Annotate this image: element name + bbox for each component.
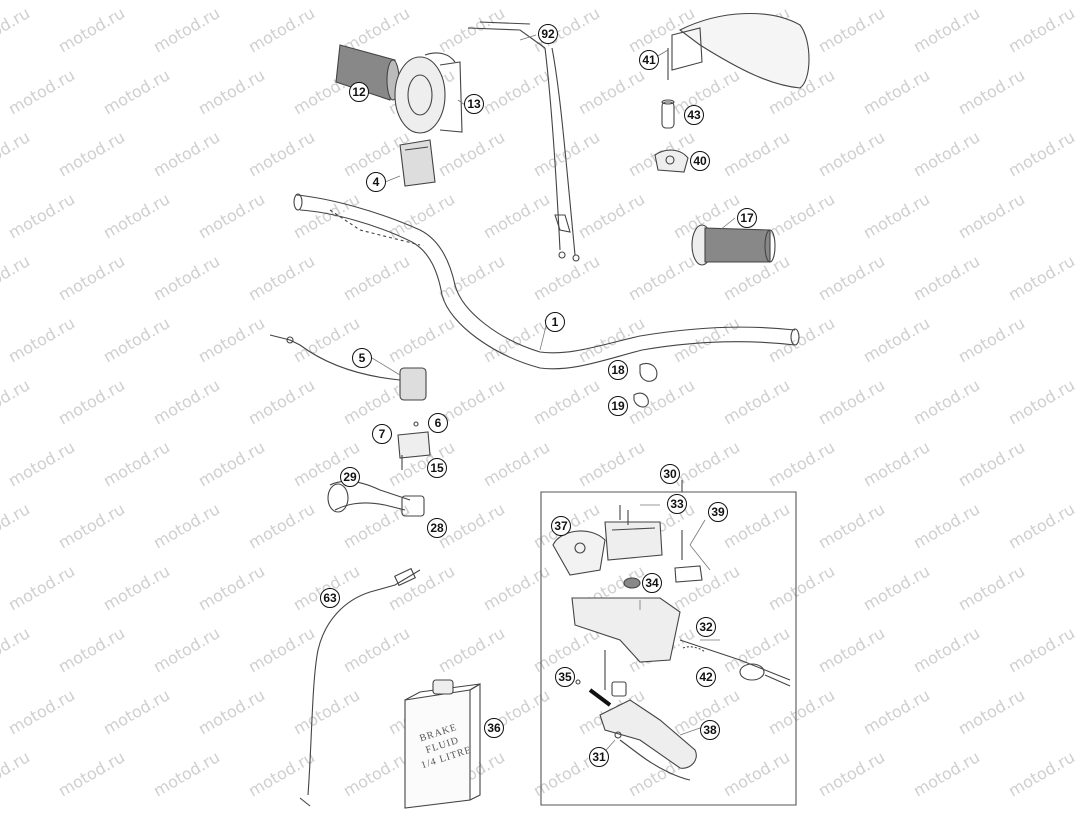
callout-1[interactable]: 1 bbox=[545, 312, 565, 332]
hand-guard-drawing bbox=[667, 13, 810, 89]
callout-12[interactable]: 12 bbox=[349, 82, 369, 102]
callout-31[interactable]: 31 bbox=[589, 747, 609, 767]
kill-switch-drawing bbox=[399, 139, 436, 187]
callout-92[interactable]: 92 bbox=[538, 24, 558, 44]
callout-4[interactable]: 4 bbox=[366, 172, 386, 192]
spacer-drawing bbox=[661, 99, 675, 129]
callout-63[interactable]: 63 bbox=[320, 588, 340, 608]
callout-40[interactable]: 40 bbox=[690, 151, 710, 171]
callout-6[interactable]: 6 bbox=[428, 413, 448, 433]
cable-29-drawing bbox=[327, 480, 425, 517]
throttle-cable-drawing bbox=[467, 21, 580, 262]
clamp-7-drawing bbox=[397, 421, 431, 470]
callout-29[interactable]: 29 bbox=[340, 467, 360, 487]
callout-42[interactable]: 42 bbox=[696, 667, 716, 687]
callout-15[interactable]: 15 bbox=[427, 458, 447, 478]
callout-34[interactable]: 34 bbox=[642, 573, 662, 593]
callout-17[interactable]: 17 bbox=[737, 208, 757, 228]
callout-32[interactable]: 32 bbox=[696, 617, 716, 637]
callout-37[interactable]: 37 bbox=[551, 516, 571, 536]
grip-right-drawing bbox=[691, 224, 776, 266]
clamp-drawing bbox=[654, 149, 689, 173]
clips-drawing bbox=[633, 362, 658, 408]
callout-35[interactable]: 35 bbox=[555, 667, 575, 687]
callout-36[interactable]: 36 bbox=[484, 718, 504, 738]
callout-18[interactable]: 18 bbox=[608, 360, 628, 380]
callout-28[interactable]: 28 bbox=[427, 518, 447, 538]
callout-30[interactable]: 30 bbox=[660, 464, 680, 484]
callout-39[interactable]: 39 bbox=[708, 502, 728, 522]
callout-7[interactable]: 7 bbox=[372, 424, 392, 444]
handlebar-drawing bbox=[293, 193, 800, 370]
lever-drawing bbox=[599, 699, 697, 781]
callout-19[interactable]: 19 bbox=[608, 396, 628, 416]
brake-fluid-can-drawing bbox=[404, 679, 481, 809]
callout-43[interactable]: 43 bbox=[684, 105, 704, 125]
callout-13[interactable]: 13 bbox=[464, 94, 484, 114]
brake-assembly-box bbox=[540, 480, 797, 806]
callout-33[interactable]: 33 bbox=[667, 494, 687, 514]
master-cylinder-drawing bbox=[571, 597, 791, 687]
brake-line-drawing bbox=[299, 567, 421, 807]
diaphragm-drawing bbox=[623, 577, 641, 589]
callout-5[interactable]: 5 bbox=[352, 348, 372, 368]
throttle-housing-drawing bbox=[394, 52, 463, 134]
callout-41[interactable]: 41 bbox=[639, 50, 659, 70]
switch-left-drawing bbox=[269, 334, 427, 401]
reservoir-cover-drawing bbox=[552, 521, 663, 576]
pin-drawing bbox=[575, 650, 627, 707]
callout-38[interactable]: 38 bbox=[700, 720, 720, 740]
screws-drawing bbox=[619, 505, 703, 583]
